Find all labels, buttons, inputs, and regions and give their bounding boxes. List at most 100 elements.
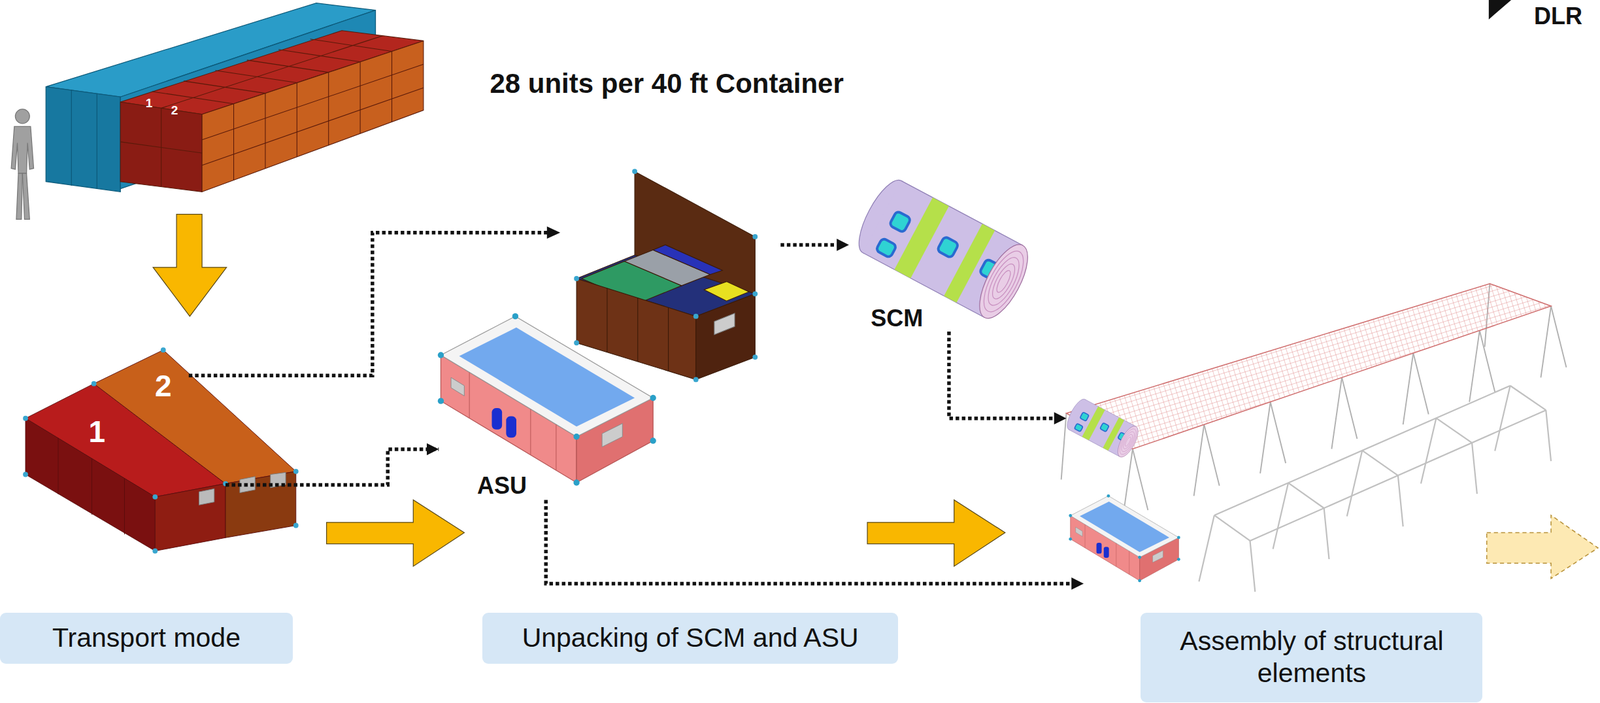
yellow-process-arrow <box>326 500 465 567</box>
transport-module <box>57 437 59 495</box>
open-crate <box>693 313 699 319</box>
support-legs <box>1540 305 1551 378</box>
support-legs <box>1061 283 1567 521</box>
open-crate <box>696 293 756 380</box>
structure-frame <box>1420 417 1436 484</box>
support-legs <box>1341 377 1357 439</box>
packed-units <box>120 101 202 192</box>
human-figure <box>16 173 23 219</box>
support-legs <box>1413 352 1429 415</box>
transport-module <box>91 381 97 387</box>
packed-units <box>391 50 393 122</box>
shipping-container <box>45 86 121 193</box>
part-label: 2 <box>154 368 172 404</box>
stage-label: Assembly of structural elements <box>1153 624 1470 689</box>
open-crate <box>667 307 669 371</box>
stage-label-box: Transport mode <box>0 612 293 664</box>
structure-frame <box>1273 482 1289 549</box>
support-legs <box>1270 401 1286 464</box>
packed-units <box>233 103 234 181</box>
human-figure <box>11 109 34 220</box>
transport-module <box>124 477 125 534</box>
packed-units <box>310 39 393 52</box>
transport-module <box>91 458 93 515</box>
structure-frame <box>1250 409 1547 541</box>
shipping-container <box>96 94 98 189</box>
packed-units <box>201 40 424 192</box>
support-legs <box>1061 413 1067 480</box>
flow-connector <box>225 449 439 485</box>
structure-frame <box>1198 515 1214 582</box>
faded-next-arrow <box>1486 515 1599 579</box>
asu-unit <box>437 313 657 486</box>
open-crate <box>693 377 699 383</box>
open-crate <box>573 168 758 382</box>
callout-number: 1 <box>145 96 153 111</box>
dotted-flow-arrowhead <box>1071 577 1084 590</box>
transport-module-box: 1 <box>25 403 226 551</box>
dotted-flow-line <box>545 500 1072 584</box>
support-legs <box>1132 449 1148 511</box>
scm-cylinder-small <box>1063 396 1142 460</box>
open-crate <box>632 168 638 174</box>
open-crate <box>752 290 758 297</box>
yellow-process-arrow <box>152 214 1006 567</box>
open-crate <box>714 313 735 335</box>
open-crate <box>573 339 580 346</box>
connector-group <box>225 449 439 485</box>
transport-module <box>22 347 299 553</box>
dotted-flow-line <box>949 331 1055 419</box>
transport-module <box>160 347 167 353</box>
transport-module <box>22 471 29 478</box>
part-label: 1 <box>88 414 106 450</box>
transport-module <box>152 494 158 500</box>
structure-frame <box>1198 385 1551 592</box>
packed-units <box>264 93 266 169</box>
structure-frame <box>1510 385 1547 410</box>
structure-frame <box>1250 540 1256 592</box>
structure-frame <box>1362 450 1399 476</box>
packed-units <box>161 35 384 109</box>
open-crate <box>752 354 758 360</box>
open-crate <box>606 288 608 353</box>
structure-frame <box>1347 450 1363 517</box>
transport-module <box>94 349 297 484</box>
asu-unit <box>437 313 657 486</box>
asu-unit: ASU <box>438 314 655 500</box>
open-crate <box>703 281 750 302</box>
asu-unit-small <box>1068 494 1180 582</box>
dotted-flow-arrowhead <box>1054 411 1067 425</box>
mesh-canopy <box>1066 283 1551 450</box>
yellow-process-arrow <box>152 214 227 317</box>
packed-units <box>120 141 202 153</box>
capacity-note: 28 units per 40 ft Container <box>489 67 844 100</box>
dotted-flow-line <box>780 243 837 247</box>
structure-frame <box>1324 507 1330 559</box>
scm-cylinder <box>850 173 1038 325</box>
packed-units <box>328 72 329 146</box>
transport-module <box>198 488 214 505</box>
packed-units <box>201 87 424 166</box>
part-label: ASU <box>477 471 527 499</box>
stage-label-box: Unpacking of SCM and ASU <box>482 612 898 664</box>
transport-module-box: 2 <box>122 350 296 484</box>
mesh-canopy <box>1066 283 1551 450</box>
transport-module <box>152 548 158 554</box>
transport-module <box>154 483 226 551</box>
packed-units <box>296 83 298 157</box>
logo-mark <box>1488 0 1512 20</box>
open-crate <box>573 275 580 282</box>
faded-next-arrow <box>1486 515 1599 579</box>
dotted-flow-arrowhead <box>836 238 850 251</box>
open-crate <box>637 298 638 363</box>
dotted-flow-arrowhead <box>547 226 1084 589</box>
stage-label: Unpacking of SCM and ASU <box>522 621 859 654</box>
scm-cylinder-small <box>1063 396 1142 460</box>
support-legs <box>1479 330 1495 393</box>
support-legs <box>1331 377 1342 449</box>
structure-frame <box>1288 482 1325 508</box>
structure-frame <box>1214 515 1251 541</box>
human-figure <box>22 173 30 219</box>
packed-units <box>120 30 424 193</box>
structure-frame <box>1494 385 1510 451</box>
